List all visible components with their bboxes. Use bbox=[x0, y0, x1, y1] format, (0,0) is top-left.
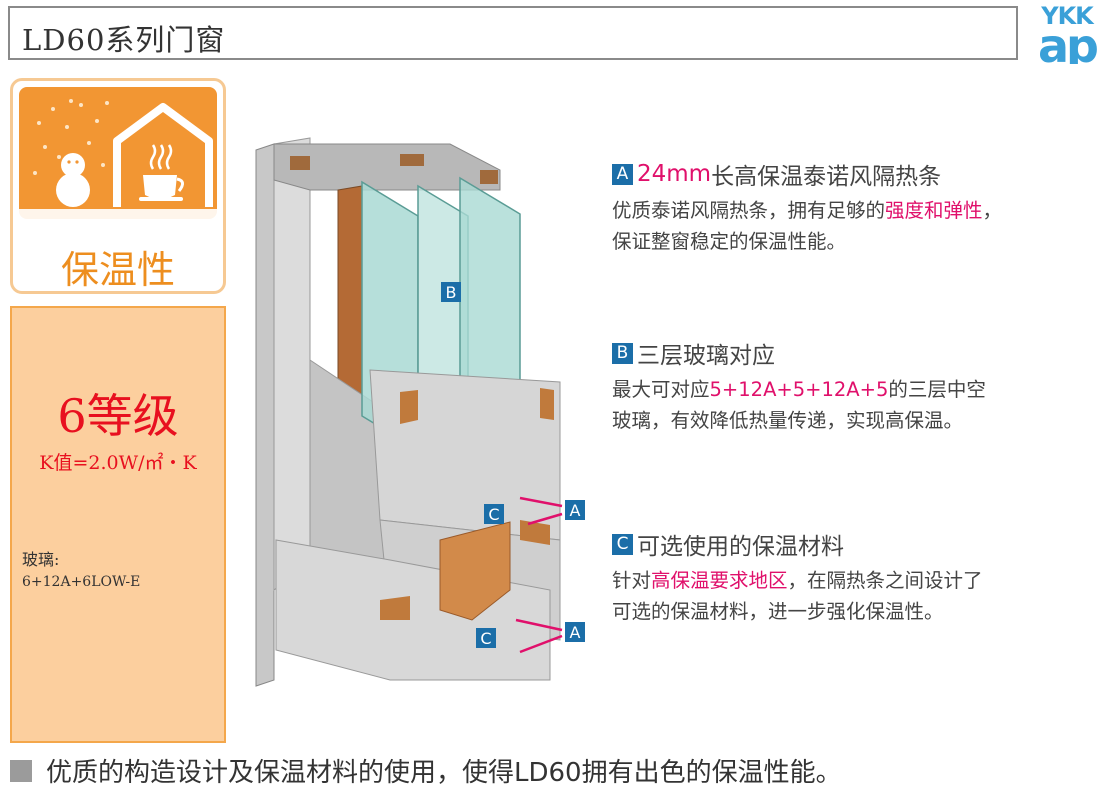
feature-c-desc-2: ，在隔热条之间设计了 bbox=[787, 569, 983, 592]
feature-c-desc-3: 可选的保温材料，进一步强化保温性。 bbox=[612, 600, 944, 623]
footer: 优质的构造设计及保温材料的使用，使得LD60拥有出色的保温性能。 bbox=[10, 752, 842, 789]
k-value: K值=2.0W/㎡・K bbox=[39, 452, 197, 474]
glass-value: 6+12A+6LOW-E bbox=[22, 574, 141, 590]
warmth-icon-card: 保温性 bbox=[10, 78, 226, 294]
footer-text: 优质的构造设计及保温材料的使用，使得LD60拥有出色的保温性能。 bbox=[46, 758, 842, 788]
feature-c: C 可选使用的保温材料 针对高保温要求地区，在隔热条之间设计了 可选的保温材料，… bbox=[612, 527, 983, 627]
feature-a-desc-2: ， bbox=[982, 199, 1003, 222]
bullet-square-icon bbox=[10, 759, 32, 782]
house-snowman-cup-icon bbox=[19, 87, 217, 219]
diagram-label-b: B bbox=[446, 283, 457, 302]
feature-c-desc-highlight: 高保温要求地区 bbox=[651, 569, 788, 592]
diagram-label-a-upper: A bbox=[570, 501, 581, 520]
logo-top-text: YKK bbox=[1040, 2, 1095, 30]
feature-b-desc-2: 的三层中空 bbox=[888, 378, 986, 401]
page-title: LD60系列门窗 bbox=[22, 23, 226, 57]
warmth-label: 保温性 bbox=[60, 248, 175, 292]
feature-c-title: 可选使用的保温材料 bbox=[637, 534, 844, 560]
badge-b: B bbox=[612, 342, 633, 364]
diagram-label-c-lower: C bbox=[480, 629, 491, 648]
feature-a-title-highlight: 24mm bbox=[637, 161, 712, 187]
diagram-label-c-upper: C bbox=[488, 505, 499, 524]
ykk-ap-logo: YKK ap bbox=[1038, 2, 1100, 64]
feature-b-desc-highlight: 5+12A+5+12A+5 bbox=[709, 378, 889, 401]
glass-label: 玻璃: bbox=[22, 550, 60, 569]
feature-a-title: 长高保温泰诺风隔热条 bbox=[711, 164, 942, 190]
badge-a: A bbox=[612, 163, 633, 185]
badge-c: C bbox=[612, 533, 633, 555]
logo-bottom-text: ap bbox=[1038, 19, 1097, 64]
grade-panel: 6等级 K值=2.0W/㎡・K 玻璃: 6+12A+6LOW-E bbox=[10, 306, 226, 743]
title-bar: LD60系列门窗 bbox=[8, 6, 1018, 60]
feature-a-desc-1: 优质泰诺风隔热条，拥有足够的 bbox=[612, 199, 886, 222]
diagram-label-a-lower: A bbox=[570, 623, 581, 642]
feature-b-desc-1: 最大可对应 bbox=[612, 378, 710, 401]
feature-a: A 24mm 长高保温泰诺风隔热条 优质泰诺风隔热条，拥有足够的强度和弹性， 保… bbox=[612, 157, 1002, 257]
feature-a-desc-highlight: 强度和弹性 bbox=[885, 199, 983, 222]
feature-b: B 三层玻璃对应 最大可对应5+12A+5+12A+5的三层中空 玻璃，有效降低… bbox=[612, 336, 986, 436]
feature-a-desc-3: 保证整窗稳定的保温性能。 bbox=[612, 230, 847, 253]
window-cross-section-diagram: B C A C A bbox=[255, 137, 585, 687]
feature-c-desc-1: 针对 bbox=[612, 569, 652, 592]
feature-b-title: 三层玻璃对应 bbox=[637, 343, 775, 369]
grade-title: 6等级 bbox=[57, 389, 179, 443]
feature-b-desc-3: 玻璃，有效降低热量传递，实现高保温。 bbox=[612, 409, 964, 432]
